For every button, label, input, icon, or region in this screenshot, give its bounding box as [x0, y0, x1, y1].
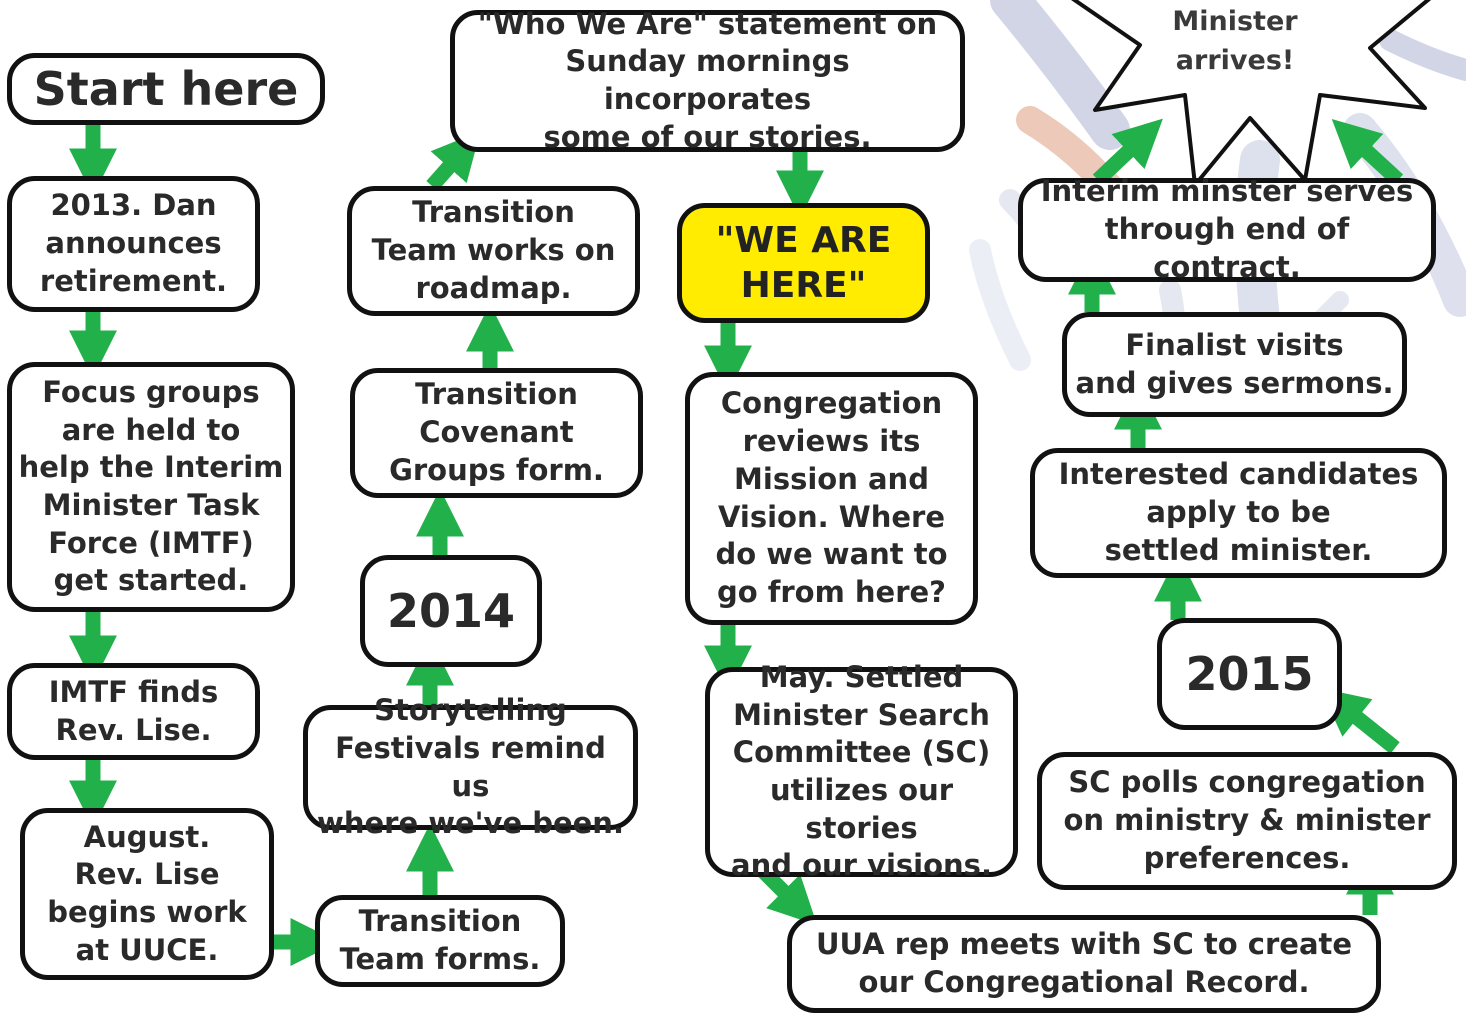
box-uua-rep-label: UUA rep meets with SC to create our Cong…: [815, 927, 1353, 999]
box-dan-retirement: 2013. Dan announces retirement.: [7, 176, 260, 312]
box-roadmap: Transition Team works on roadmap.: [347, 186, 640, 316]
box-year-2015-label: 2015: [1185, 646, 1314, 701]
box-finalist-visits: Finalist visits and gives sermons.: [1062, 312, 1407, 417]
box-uua-rep: UUA rep meets with SC to create our Cong…: [787, 915, 1381, 1013]
box-congregation-reviews: Congregation reviews its Mission and Vis…: [685, 372, 978, 625]
box-team-forms-label: Transition Team forms.: [339, 904, 541, 976]
arrow-scpolls-to-2015: [1320, 688, 1400, 754]
box-interim-serves-label: Interim minster serves through end of co…: [1040, 174, 1414, 284]
box-focus-groups-label: Focus groups are held to help the Interi…: [18, 374, 284, 598]
box-who-we-are: "Who We Are" statement on Sunday morning…: [450, 7, 965, 154]
box-storytelling: Storytelling Festivals remind us where w…: [303, 693, 638, 840]
flow-arrows: [68, 118, 1404, 967]
box-interim-serves: Interim minster serves through end of co…: [1018, 174, 1436, 284]
box-covenant-groups: Transition Covenant Groups form.: [350, 368, 643, 498]
star-minister-arrives-label: Minister arrives!: [1172, 6, 1298, 77]
box-year-2015: 2015: [1157, 618, 1342, 730]
arrow-interim-to-minister-left: [1092, 118, 1163, 186]
box-congregation-reviews-label: Congregation reviews its Mission and Vis…: [715, 386, 948, 609]
star-minister-arrives: Minister arrives!: [1150, 2, 1320, 80]
box-we-are-here-label: "WE ARE HERE": [715, 220, 892, 306]
box-start-here: Start here: [7, 53, 325, 125]
box-year-2014: 2014: [360, 555, 542, 667]
box-interested-candidates: Interested candidates apply to be settle…: [1030, 448, 1447, 578]
box-finalist-visits-label: Finalist visits and gives sermons.: [1075, 327, 1394, 400]
box-covenant-groups-label: Transition Covenant Groups form.: [389, 377, 604, 487]
arrow-interim-to-minister-right: [1331, 118, 1404, 186]
arrow-roadmap-to-whoweare: [426, 131, 481, 191]
box-team-forms: Transition Team forms.: [315, 895, 565, 987]
box-sc-polls: SC polls congregation on ministry & mini…: [1037, 752, 1457, 890]
box-sc-polls-label: SC polls congregation on ministry & mini…: [1063, 765, 1431, 875]
box-may-search-committee: May. Settled Minister Search Committee (…: [705, 660, 1018, 882]
box-imtf-finds-label: IMTF finds Rev. Lise.: [48, 674, 219, 747]
box-may-search-committee-label: May. Settled Minister Search Committee (…: [731, 659, 992, 883]
box-august: August. Rev. Lise begins work at UUCE.: [20, 808, 274, 980]
box-interested-candidates-label: Interested candidates apply to be settle…: [1058, 457, 1419, 567]
box-imtf-finds: IMTF finds Rev. Lise.: [7, 663, 260, 760]
box-storytelling-label: Storytelling Festivals remind us where w…: [317, 693, 624, 841]
starburst-shape: [1071, 0, 1432, 187]
box-focus-groups: Focus groups are held to help the Interi…: [7, 362, 295, 612]
box-year-2014-label: 2014: [386, 583, 516, 638]
box-start-here-label: Start here: [33, 61, 299, 116]
box-roadmap-label: Transition Team works on roadmap.: [371, 195, 616, 305]
box-we-are-here: "WE ARE HERE": [677, 203, 930, 323]
box-august-label: August. Rev. Lise begins work at UUCE.: [47, 819, 247, 967]
box-who-we-are-label: "Who We Are" statement on Sunday morning…: [477, 6, 938, 154]
box-dan-retirement-label: 2013. Dan announces retirement.: [39, 188, 228, 298]
